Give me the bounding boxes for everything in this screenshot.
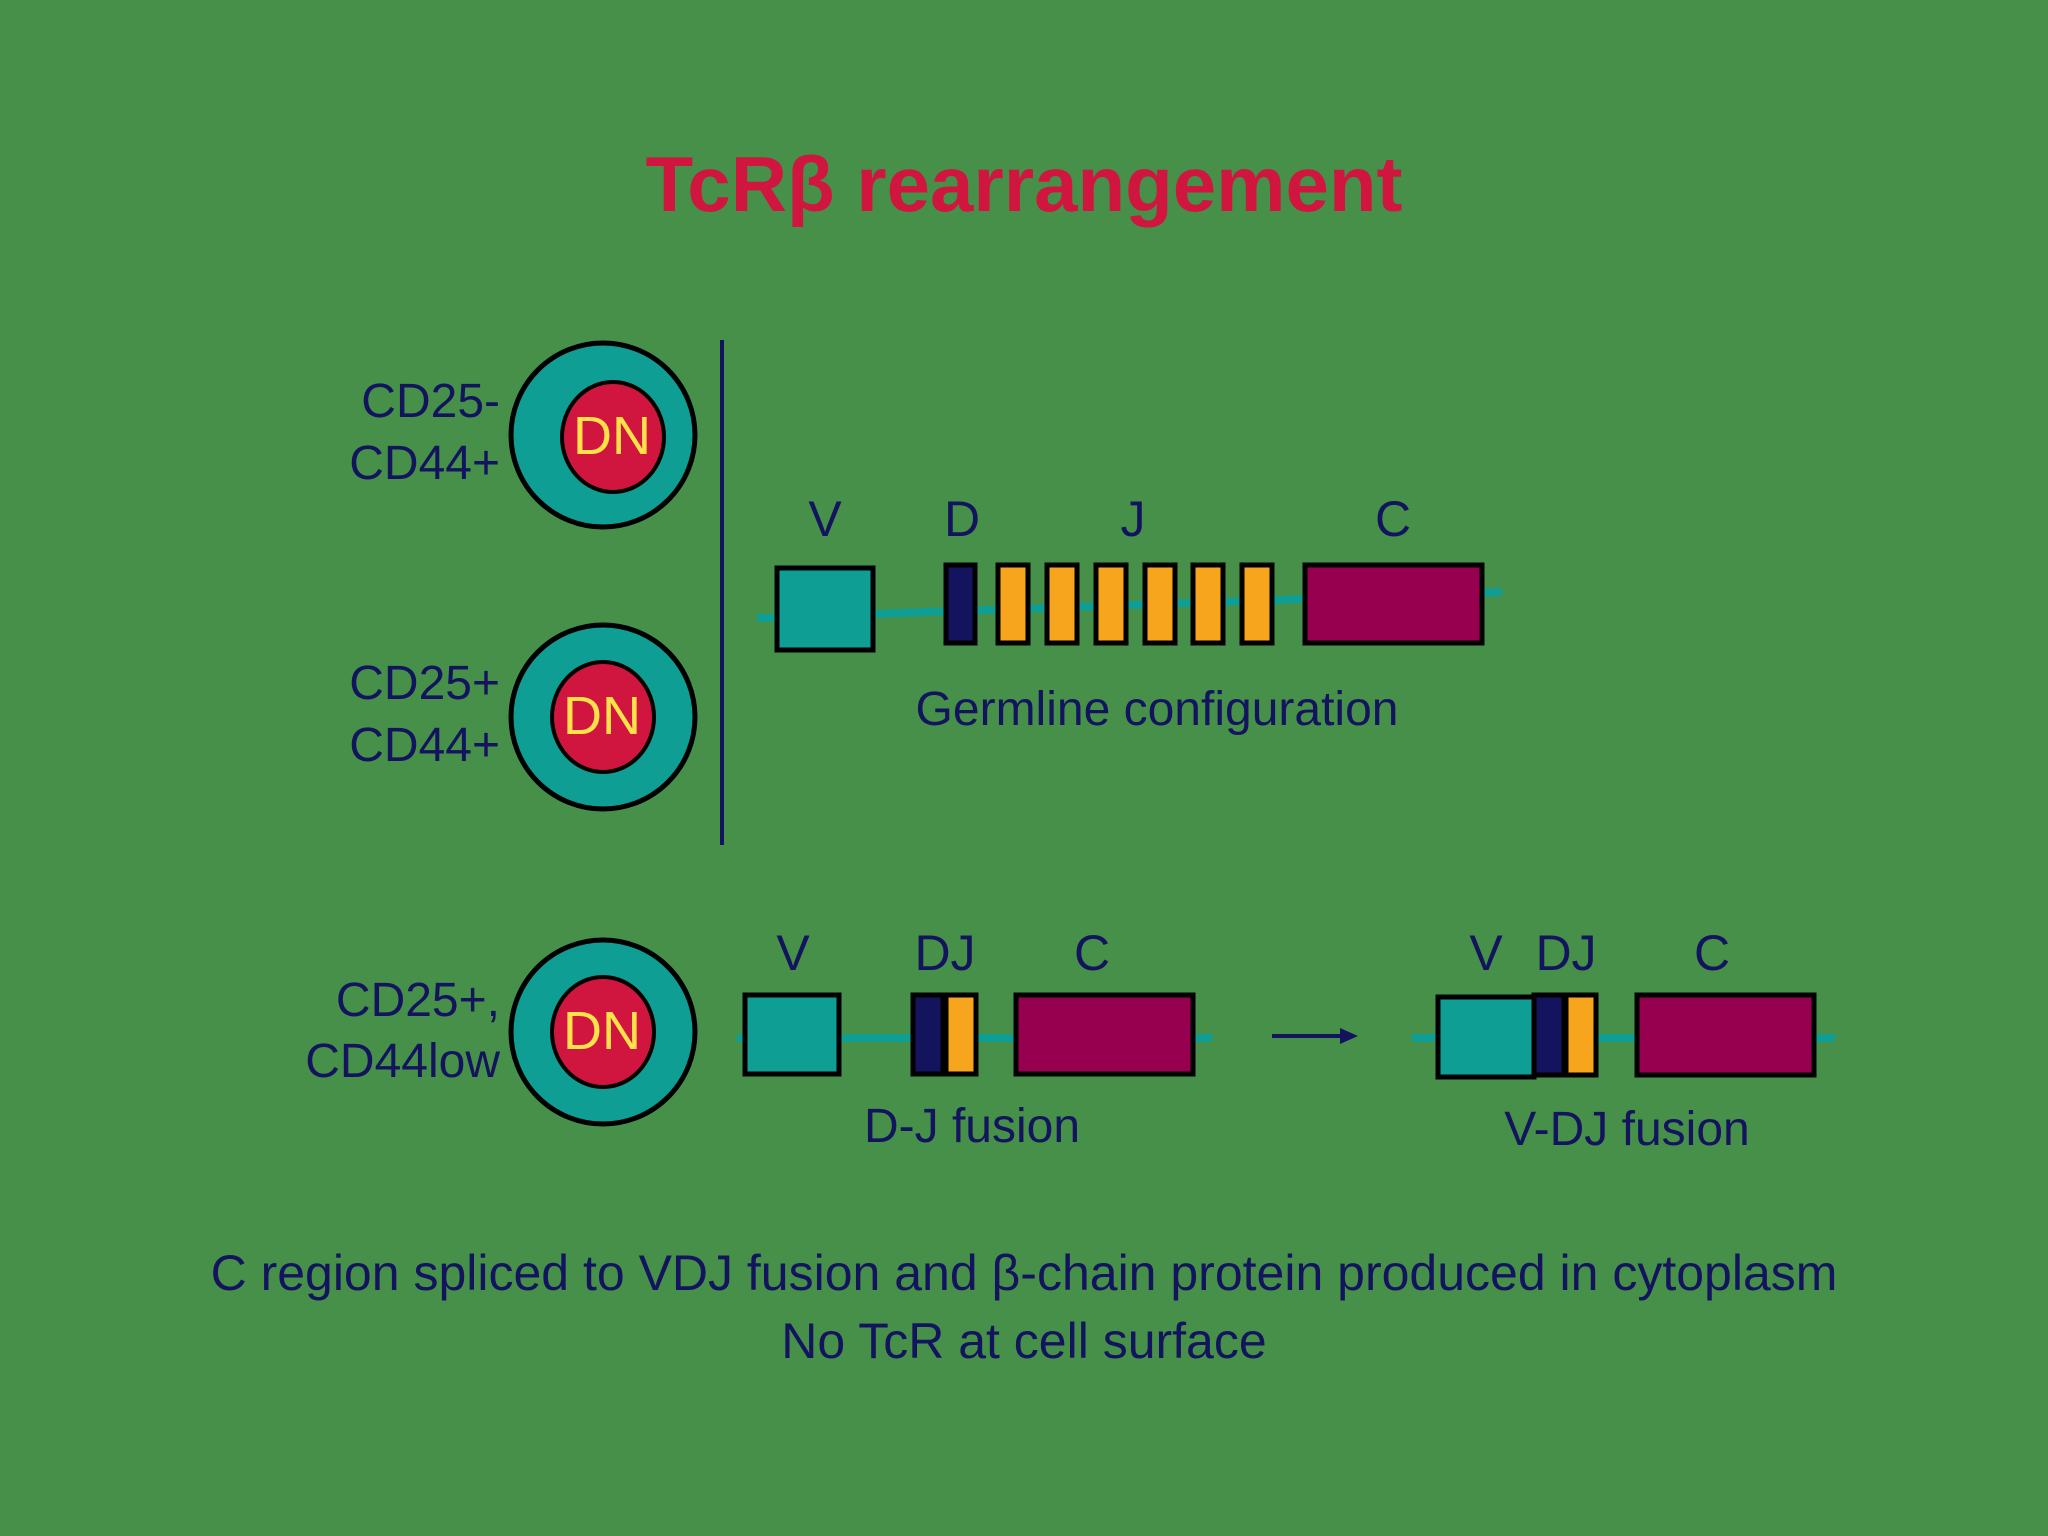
germline-caption: Germline configuration xyxy=(915,683,1399,736)
v-segment xyxy=(1435,994,1537,1080)
dj-fusion-caption: D-J fusion xyxy=(863,1100,1081,1153)
d-segment xyxy=(910,992,946,1077)
vdj-fusion-dj-label: DJ xyxy=(1535,925,1597,981)
j-segment xyxy=(1142,562,1178,646)
dj-fusion-dj-label: DJ xyxy=(914,925,976,981)
stage-1-marker-1: CD25- xyxy=(361,375,500,428)
germline-d-label: D xyxy=(943,491,981,547)
vdj-fusion-v-label: V xyxy=(1469,925,1503,981)
j-segment xyxy=(943,992,979,1077)
footer-line-1: C region spliced to VDJ fusion and β-cha… xyxy=(210,1245,1838,1301)
v-segment xyxy=(742,992,842,1077)
stage-2-marker-1: CD25+ xyxy=(349,657,500,710)
dj-fusion-c-label: C xyxy=(1073,925,1111,981)
stage-1-marker-2: CD44+ xyxy=(349,437,500,490)
stage-3-marker-1: CD25+, xyxy=(335,974,500,1027)
stage-3-marker-2: CD44low xyxy=(305,1035,500,1088)
dj-fusion-v-label: V xyxy=(776,925,810,981)
germline-gene xyxy=(756,562,1503,653)
j-segment xyxy=(1563,992,1599,1078)
dj-fusion-gene xyxy=(737,992,1212,1077)
cell-nucleus xyxy=(550,660,656,774)
germline-c-label: C xyxy=(1374,491,1412,547)
vdj-fusion-caption: V-DJ fusion xyxy=(1504,1103,1750,1156)
vdj-fusion-c-label: C xyxy=(1693,925,1731,981)
stage-2-marker-2: CD44+ xyxy=(349,719,500,772)
cell-nucleus xyxy=(560,380,666,494)
c-segment xyxy=(1302,562,1485,646)
c-segment xyxy=(1634,992,1817,1078)
v-segment xyxy=(774,565,876,653)
vdj-fusion-gene xyxy=(1412,992,1835,1080)
cell-label-dn: DN xyxy=(563,686,641,746)
germline-v-label: V xyxy=(808,491,842,547)
j-segment xyxy=(1093,562,1129,646)
cell-stage-1 xyxy=(508,340,698,530)
footer-line-2: No TcR at cell surface xyxy=(781,1313,1267,1369)
germline-j-label: J xyxy=(1120,491,1146,547)
cell-stage-3 xyxy=(508,937,698,1127)
cell-label-dn: DN xyxy=(573,406,651,466)
c-segment xyxy=(1013,992,1196,1077)
cell-nucleus xyxy=(550,975,656,1089)
j-segment xyxy=(1190,562,1226,646)
arrow xyxy=(1272,1028,1358,1044)
d-segment xyxy=(943,562,978,646)
j-segment xyxy=(995,562,1031,646)
j-segment xyxy=(1239,562,1275,646)
slide-title: TcRβ rearrangement xyxy=(645,140,1403,228)
cell-label-dn: DN xyxy=(563,1001,641,1061)
j-segment xyxy=(1044,562,1080,646)
d-segment xyxy=(1531,992,1567,1078)
cell-stage-2 xyxy=(508,622,698,812)
